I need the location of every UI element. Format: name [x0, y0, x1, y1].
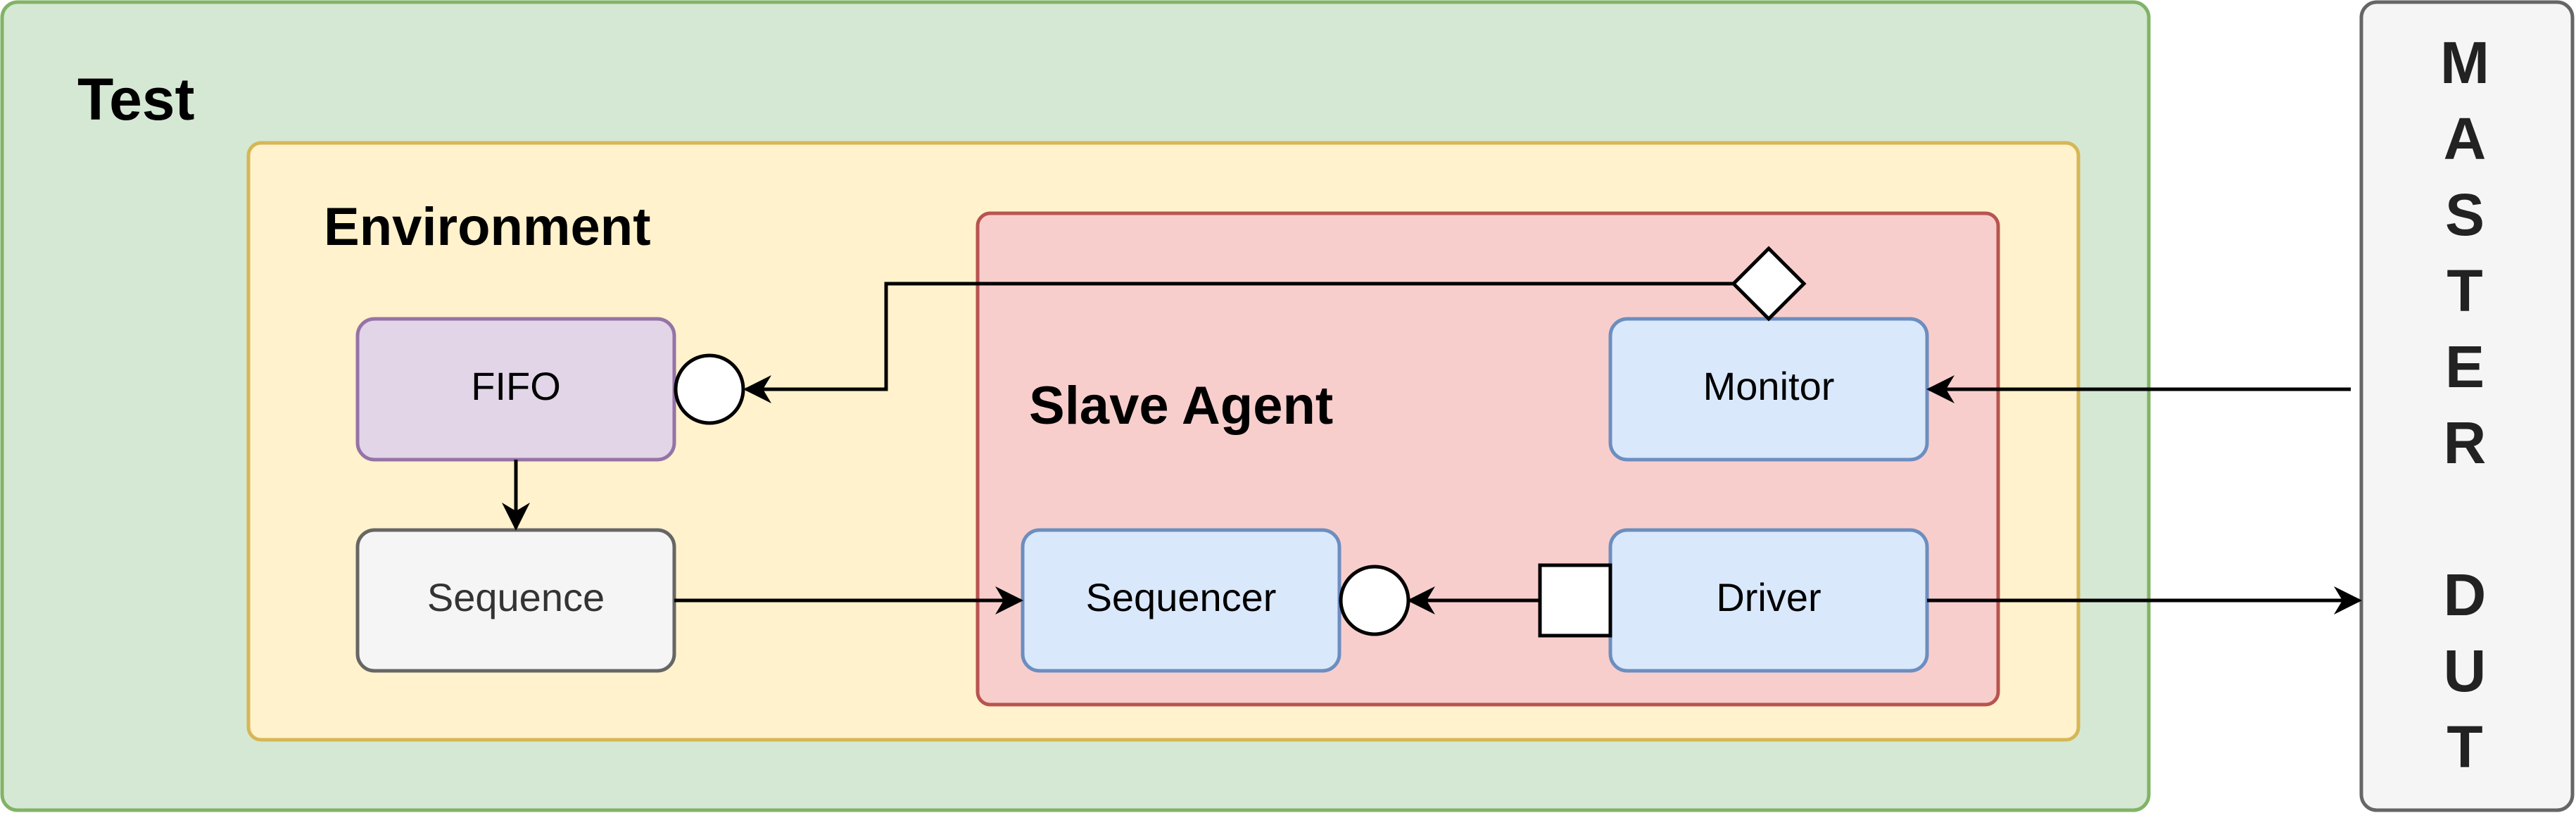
monitor-block: Monitor: [1608, 317, 1929, 462]
dut-letter: U: [2444, 638, 2487, 704]
driver-label: Driver: [1716, 575, 1821, 619]
sequencer-label: Sequencer: [1086, 575, 1277, 619]
sequencer-export-circle: [1339, 565, 1410, 636]
dut-letter: D: [2444, 562, 2487, 628]
dut-letter: R: [2444, 410, 2487, 476]
monitor-analysis-port-diamond: [1731, 246, 1807, 322]
environment-label: Environment: [324, 197, 651, 257]
dut-letter: S: [2445, 182, 2485, 248]
fifo-label: FIFO: [471, 364, 561, 408]
dut-letter: M: [2440, 30, 2489, 96]
dut-letter: A: [2444, 106, 2487, 172]
master-dut-block: M A S T E R D U T: [2359, 0, 2575, 812]
dut-letter: T: [2446, 714, 2482, 780]
monitor-to-fifo-arrow: [743, 282, 1734, 403]
test-label: Test: [77, 66, 194, 132]
sequencer-block: Sequencer: [1021, 528, 1341, 673]
monitor-label: Monitor: [1703, 364, 1835, 408]
driver-port-square: [1538, 563, 1612, 638]
dut-letter: T: [2446, 258, 2482, 324]
driver-block: Driver: [1608, 528, 1929, 673]
sequence-label: Sequence: [427, 575, 605, 619]
fifo-export-circle: [674, 353, 745, 425]
dut-letter: E: [2445, 334, 2485, 400]
slave-agent-label: Slave Agent: [1029, 376, 1333, 436]
fifo-block: FIFO: [355, 317, 676, 462]
sequence-block: Sequence: [355, 528, 676, 673]
